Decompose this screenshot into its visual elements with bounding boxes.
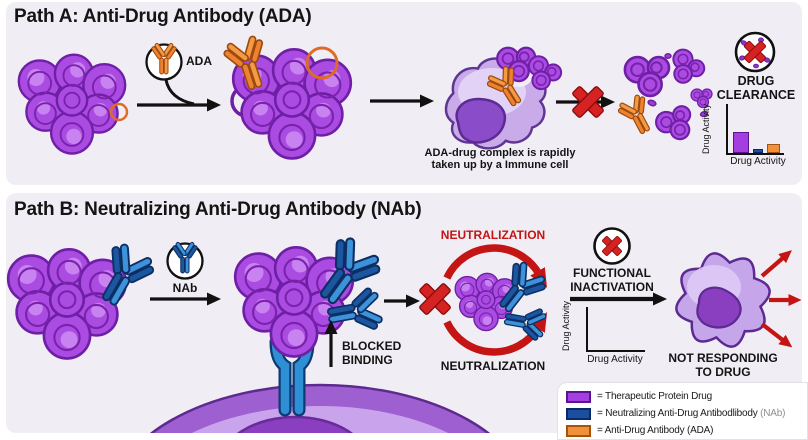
chart-b-xlabel: Drug Activity	[587, 354, 643, 365]
ada-swatch	[566, 424, 591, 437]
nab-swatch	[566, 407, 591, 420]
neutralization-label-top: NEUTRALIZATION	[440, 228, 546, 242]
drug-clearance-label: DRUG CLEARANCE	[716, 74, 796, 102]
legend-item-nab: = Neutralizing Anti-Drug Antibodlibody (…	[566, 405, 807, 422]
chart-b-bars	[593, 307, 645, 350]
bar-nab	[753, 148, 763, 153]
chart-a-bars	[733, 104, 784, 153]
panel-path-a	[6, 2, 802, 185]
legend-item-therapeutic-drug: = Therapeutic Protein Drug	[566, 388, 807, 405]
chart-a-ylabel: Drug Activity	[701, 103, 711, 154]
legend: = Therapeutic Protein Drug = Neutralizin…	[557, 382, 808, 440]
functional-inactivation-label: FUNCTIONAL INACTIVATION	[570, 266, 654, 294]
bar-therapeutic-drug	[733, 132, 749, 153]
blocked-binding-label: BLOCKED BINDING	[342, 339, 402, 367]
neutralization-label-bottom: NEUTRALIZATION	[440, 359, 546, 373]
legend-label: = Neutralizing Anti-Drug Antibodlibody	[597, 408, 758, 419]
immune-uptake-caption: ADA-drug complex is rapidly taken up by …	[424, 147, 576, 172]
bar-ada	[767, 143, 780, 153]
drug-activity-chart-b	[586, 307, 645, 352]
legend-label: = Therapeutic Protein Drug	[597, 391, 712, 402]
chart-b-ylabel: Drug Activity	[561, 300, 571, 351]
ada-icon-label: ADA	[186, 54, 212, 68]
path-b-title: Path B: Neutralizing Anti-Drug Antibody …	[14, 199, 422, 220]
path-a-title: Path A: Anti-Drug Antibody (ADA)	[14, 6, 312, 27]
legend-item-ada: = Anti-Drug Antibody (ADA)	[566, 422, 807, 439]
chart-a-xlabel: Drug Activity	[730, 156, 786, 167]
not-responding-label: NOT RESPONDING TO DRUG	[668, 351, 778, 379]
legend-label: = Anti-Drug Antibody (ADA)	[597, 425, 714, 436]
drug-activity-chart-a	[726, 104, 784, 155]
nab-icon-label: NAb	[172, 281, 198, 295]
therapeutic-drug-swatch	[566, 390, 591, 403]
